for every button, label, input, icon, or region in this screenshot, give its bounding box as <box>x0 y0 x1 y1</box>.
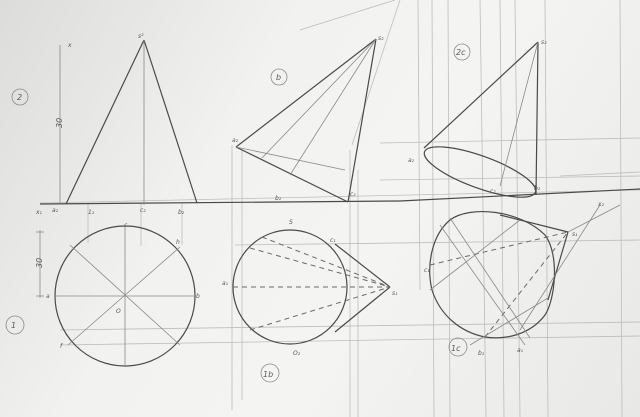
point-label: c₁ <box>330 237 336 244</box>
point-label: s₁ <box>572 231 578 238</box>
point-labels: s² a₂ 1₂ c₂ b₂ c h b a O f s₂ a₂ b₂ c₂ S… <box>46 33 605 357</box>
view-number-left-front: 2 <box>17 93 22 102</box>
point-label: s² <box>138 33 144 40</box>
point-label: O₂ <box>293 350 301 357</box>
construction-lines <box>39 0 640 417</box>
point-label: c₂ <box>140 207 146 214</box>
point-label: b₂ <box>178 209 185 216</box>
view-number-left-top: 1 <box>11 321 16 330</box>
point-label: b₂ <box>534 185 541 192</box>
radius-dimension: 30 <box>35 258 44 268</box>
point-label: c₂ <box>490 188 496 195</box>
point-label: a <box>46 293 50 300</box>
point-label: s₂ <box>378 35 384 42</box>
point-label: s₁ <box>392 290 398 297</box>
point-label: a₂ <box>408 157 415 164</box>
view-number-labels: 2 1 b 1b 2c 1c <box>11 48 466 379</box>
point-label: b <box>196 293 200 300</box>
point-label: a₂ <box>52 207 59 214</box>
point-label: O <box>116 308 121 315</box>
point-label: b₂ <box>275 195 282 202</box>
view-number-markers <box>5 43 471 383</box>
view-number-right-front: 2c <box>456 48 466 57</box>
point-label: a₂ <box>232 137 239 144</box>
point-label: a₁ <box>517 347 524 354</box>
point-label: c₂ <box>350 191 356 198</box>
axis-letter: x <box>67 42 72 49</box>
cone-top-view-2 <box>232 229 391 345</box>
point-label: c₁ <box>424 267 430 274</box>
point-label: b₁ <box>478 350 485 357</box>
cone-front-view-3 <box>423 41 539 198</box>
cone-top-view-3 <box>429 204 621 346</box>
axis-end-label: x₁ <box>35 209 43 216</box>
point-label: c <box>124 222 128 229</box>
dimension-labels: 30 30 x x₁ <box>35 42 72 268</box>
height-dimension: 30 <box>55 118 64 128</box>
point-label: 1₂ <box>88 209 95 216</box>
point-label: x₂ <box>597 201 605 208</box>
cone-top-view-1 <box>36 225 196 367</box>
view-number-right-top: 1c <box>451 344 461 353</box>
cone-front-view-1 <box>59 39 198 205</box>
xy-axis-line-right <box>399 188 640 202</box>
point-label: s₂ <box>541 39 547 46</box>
point-label: a₁ <box>222 280 229 287</box>
cone-front-view-2 <box>235 38 377 203</box>
xy-axis-line <box>39 200 401 205</box>
point-label: h <box>176 239 180 246</box>
point-label: f <box>60 343 63 350</box>
point-label: S <box>289 219 293 226</box>
view-number-mid-front: b <box>276 73 281 82</box>
view-number-mid-top: 1b <box>263 370 273 379</box>
